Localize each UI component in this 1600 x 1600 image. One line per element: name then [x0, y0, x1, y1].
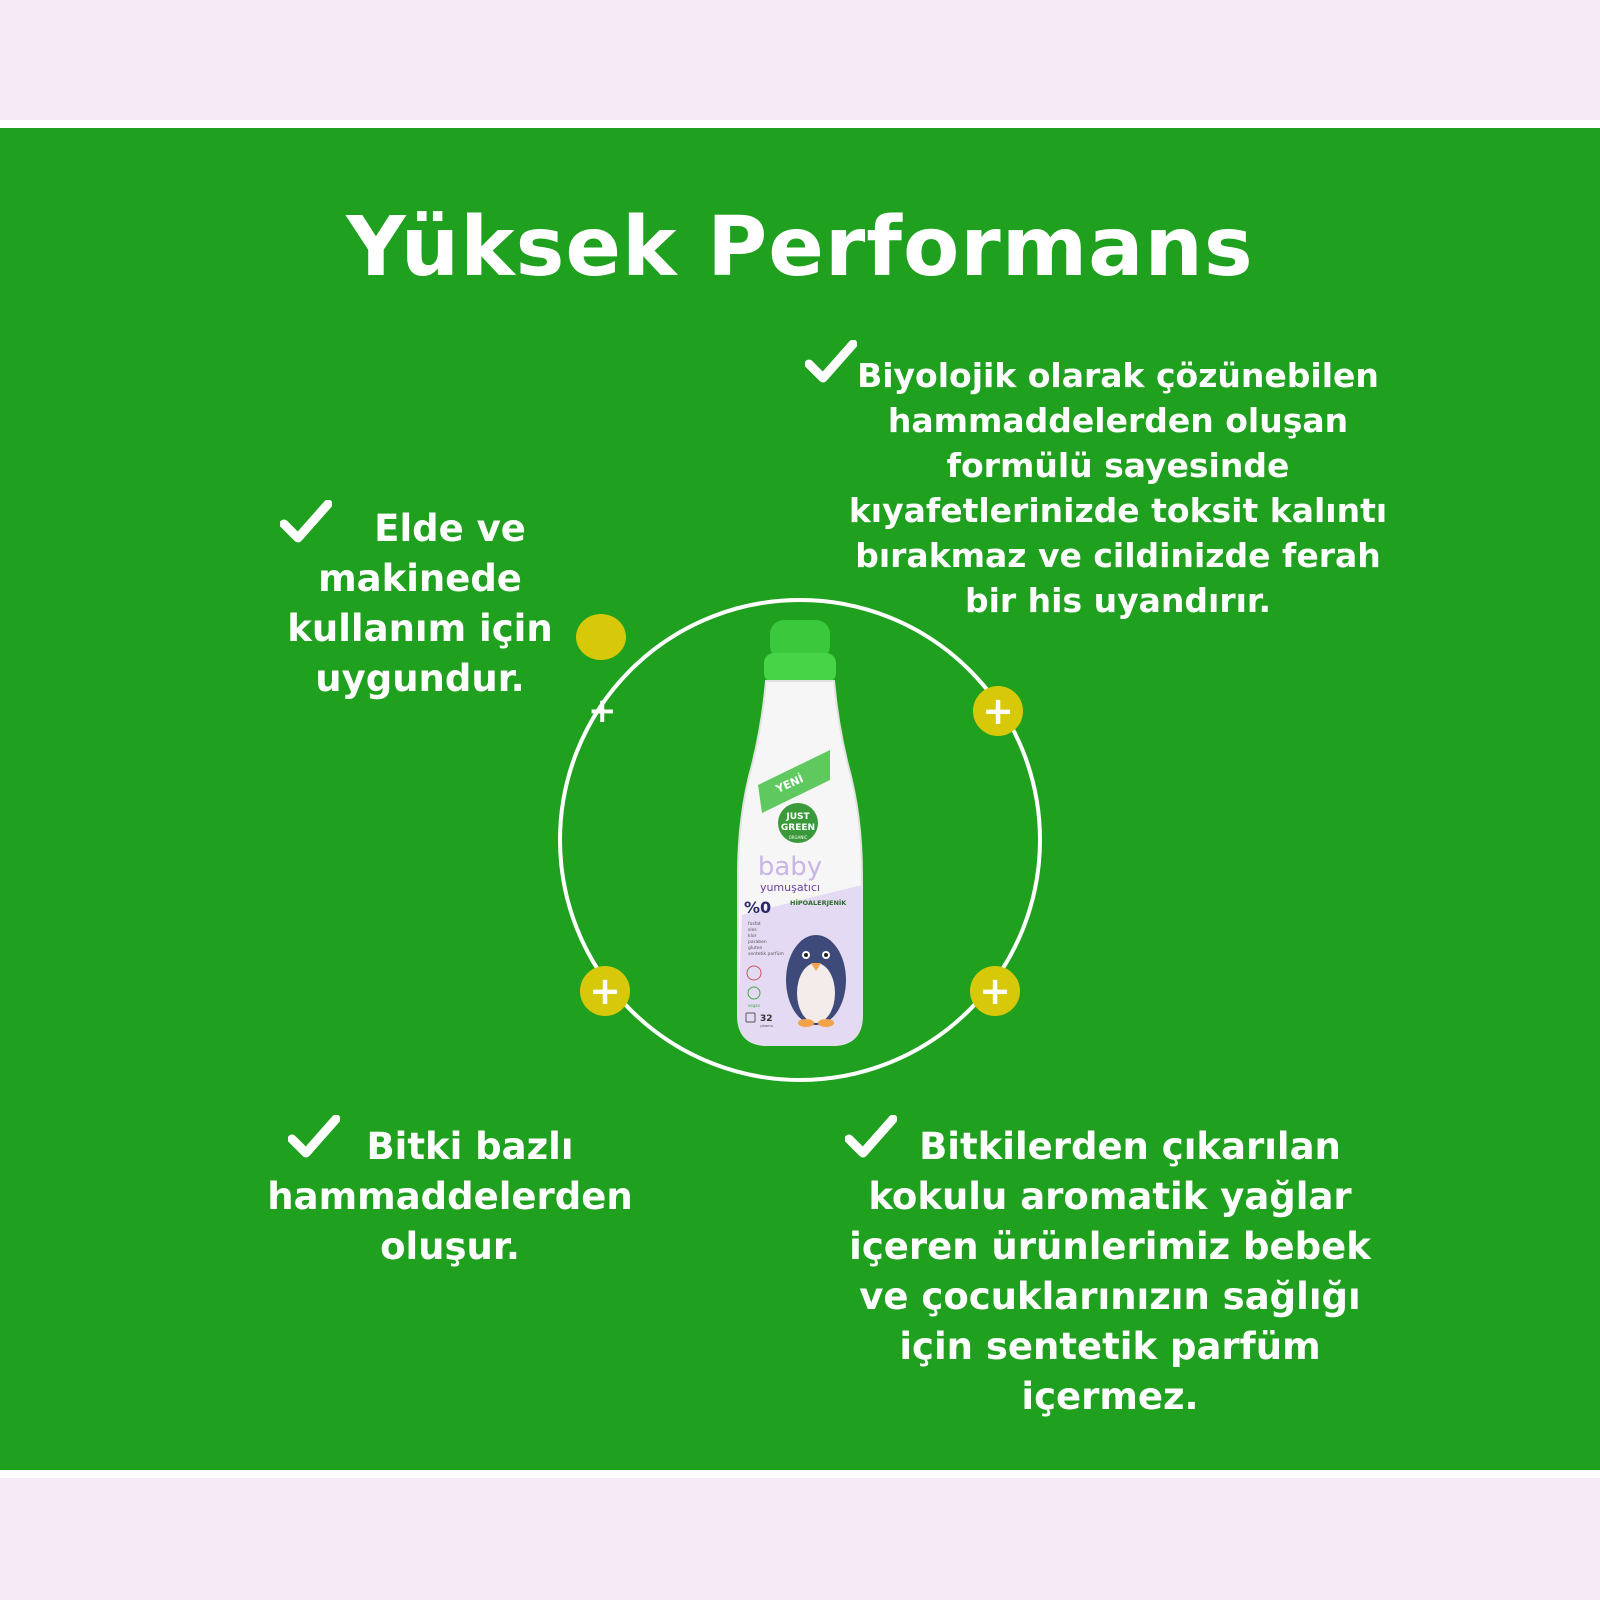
plus-badge-icon: + [973, 686, 1023, 736]
feature-line: için sentetik parfüm [899, 1325, 1321, 1368]
brand-sub: ORGANIC [789, 835, 808, 840]
feature-line: bırakmaz ve cildinizde ferah [855, 536, 1381, 575]
feature-line: hammaddelerden oluşan [887, 401, 1349, 440]
hypoallergenic-text: HİPOALERJENİK [790, 898, 847, 907]
feature-biodegradable: Biyolojik olarak çözünebilen hammaddeler… [848, 353, 1388, 623]
feature-line: Bitkilerden çıkarılan [919, 1125, 1341, 1168]
feature-line: hammaddelerden [267, 1175, 633, 1218]
check-icon [805, 340, 857, 384]
free-of-item: sles [748, 927, 757, 933]
eco-cert-icon [746, 965, 762, 981]
product-type: yumuşatıcı [760, 881, 820, 894]
check-icon [280, 500, 332, 544]
feature-line: Bitki bazlı [366, 1125, 574, 1168]
feature-line: Elde ve [374, 507, 526, 550]
check-icon [845, 1115, 897, 1159]
vegan-icon [747, 986, 761, 1000]
feature-no-synthetic-perfume: Bitkilerden çıkarılan kokulu aromatik ya… [840, 1122, 1380, 1422]
feature-line: bir his uyandırır. [964, 581, 1272, 620]
bottom-divider [0, 1470, 1600, 1478]
page-title: Yüksek Performans [346, 200, 1254, 295]
zero-mark: %0 [744, 898, 771, 917]
bottom-band [0, 1478, 1600, 1600]
feature-line: Biyolojik olarak çözünebilen [857, 356, 1379, 395]
wash-label: yıkama [760, 1024, 773, 1028]
free-of-item: sentetik parfüm [748, 951, 784, 957]
bottle-ribbon [758, 750, 830, 813]
top-band [0, 0, 1600, 120]
feature-line: uygundur. [315, 657, 525, 700]
feature-line: oluşur. [380, 1225, 520, 1268]
feature-line: kullanım için [287, 607, 553, 650]
product-name: baby [758, 852, 822, 882]
check-icon [288, 1115, 340, 1159]
feature-line: ve çocuklarınızın sağlığı [859, 1275, 1361, 1318]
plus-icon: + [588, 691, 617, 731]
bottle-cap [770, 620, 830, 660]
feature-line: makinede [318, 557, 522, 600]
feature-line: formülü sayesinde [946, 446, 1290, 485]
plus-badge-icon: + [580, 966, 630, 1016]
wash-count: 32 [760, 1014, 773, 1024]
brand-line2: GREEN [781, 823, 815, 833]
plus-icon: + [979, 969, 1011, 1013]
penguin-icon [786, 935, 846, 1027]
bottle-cap-ring [764, 653, 836, 683]
plus-badge-icon: + [970, 966, 1020, 1016]
plus-icon: + [589, 969, 621, 1013]
product-bottle: YENİ JUST GREEN ORGANIC baby yumuşatıcı … [737, 620, 863, 1046]
feature-line: içermez. [1021, 1375, 1199, 1418]
free-of-item: paraben [748, 939, 767, 945]
free-of-item: fosfat [748, 921, 761, 927]
brand-logo [778, 803, 818, 843]
free-of-item: klor [748, 933, 757, 939]
feature-plant-based: Bitki bazlı hammaddelerden oluşur. [250, 1122, 650, 1272]
washing-machine-icon [745, 1012, 756, 1023]
free-of-item: gluten [748, 945, 762, 951]
feature-line: içeren ürünlerimiz bebek [849, 1225, 1371, 1268]
top-divider [0, 120, 1600, 128]
feature-line: kokulu aromatik yağlar [868, 1175, 1352, 1218]
vegan-label: vegan [748, 1003, 761, 1008]
feature-hand-machine: Elde ve makinede kullanım için uygundur. [270, 504, 570, 704]
plus-icon: + [982, 689, 1014, 733]
badge-dot [576, 614, 626, 660]
brand-line1: JUST [785, 812, 810, 822]
feature-line: kıyafetlerinizde toksit kalıntı [848, 491, 1388, 530]
